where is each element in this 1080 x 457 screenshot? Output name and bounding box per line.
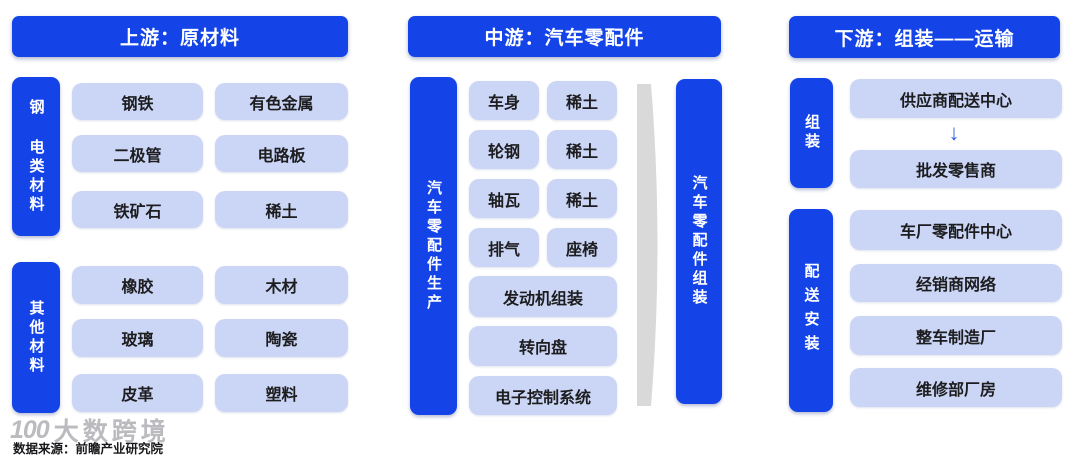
upstream-item-steel: 钢铁 bbox=[72, 83, 203, 120]
downstream-item-factory-parts-center: 车厂零配件中心 bbox=[850, 210, 1062, 250]
upstream-header: 上游：原材料 bbox=[12, 16, 348, 57]
upstream-item-nonferrous-metal: 有色金属 bbox=[215, 83, 348, 120]
midstream-production-label-bar: 汽车零配件生产 bbox=[410, 77, 457, 415]
midstream-item-electronic-control-system: 电子控制系统 bbox=[469, 376, 617, 415]
watermark-logo-icon: 100 bbox=[10, 415, 50, 444]
midstream-item-bearing-shell: 轴瓦 bbox=[469, 179, 539, 218]
upstream-other-materials-label-bar: 其他材料 bbox=[12, 262, 60, 413]
watermark: 100 大数跨境 bbox=[10, 412, 170, 448]
upstream-item-ceramics: 陶瓷 bbox=[215, 319, 348, 357]
down-arrow-icon: ↓ bbox=[948, 120, 960, 145]
watermark-text: 大数跨境 bbox=[53, 418, 170, 446]
downstream-item-vehicle-manufacturing-plant: 整车制造厂 bbox=[850, 316, 1062, 355]
midstream-item-exhaust: 排气 bbox=[469, 228, 539, 267]
downstream-delivery-install-label-bar: 配送安装 bbox=[789, 209, 833, 412]
midstream-item-rare-earth-2: 稀土 bbox=[547, 130, 617, 169]
upstream-steel-electric-label-bar: 钢 电类材料 bbox=[12, 77, 60, 236]
midstream-header: 中游：汽车零配件 bbox=[408, 16, 721, 57]
upstream-item-iron-ore: 铁矿石 bbox=[72, 191, 203, 228]
upstream-item-circuit-board: 电路板 bbox=[215, 135, 348, 172]
midstream-item-engine-assembly: 发动机组装 bbox=[469, 276, 617, 317]
upstream-item-plastic: 塑料 bbox=[215, 374, 348, 412]
midstream-item-rare-earth-3: 稀土 bbox=[547, 179, 617, 218]
downstream-item-repair-workshop: 维修部厂房 bbox=[850, 368, 1062, 407]
downstream-header: 下游：组装——运输 bbox=[789, 16, 1060, 58]
midstream-item-steering-wheel: 转向盘 bbox=[469, 326, 617, 366]
downstream-item-supplier-distribution-center: 供应商配送中心 bbox=[850, 79, 1062, 118]
midstream-assembly-label-bar: 汽车零配件组装 bbox=[676, 79, 722, 404]
downstream-assembly-label-bar: 组装 bbox=[790, 78, 833, 188]
upstream-item-leather: 皮革 bbox=[72, 374, 203, 412]
midstream-item-rare-earth-1: 稀土 bbox=[547, 81, 617, 120]
downstream-item-wholesale-retailer: 批发零售商 bbox=[850, 150, 1062, 188]
upstream-item-rubber: 橡胶 bbox=[72, 266, 203, 304]
upstream-item-diode: 二极管 bbox=[72, 135, 203, 172]
upstream-item-glass: 玻璃 bbox=[72, 319, 203, 357]
midstream-item-car-body: 车身 bbox=[469, 81, 539, 120]
upstream-item-wood: 木材 bbox=[215, 266, 348, 304]
downstream-item-dealer-network: 经销商网络 bbox=[850, 264, 1062, 302]
midstream-item-seat: 座椅 bbox=[547, 228, 617, 267]
midstream-item-wheel-steel: 轮钢 bbox=[469, 130, 539, 169]
flow-chevron-shape bbox=[637, 84, 658, 406]
data-source-note: 数据来源：前瞻产业研究院 bbox=[13, 442, 164, 456]
upstream-item-rare-earth: 稀土 bbox=[215, 191, 348, 228]
